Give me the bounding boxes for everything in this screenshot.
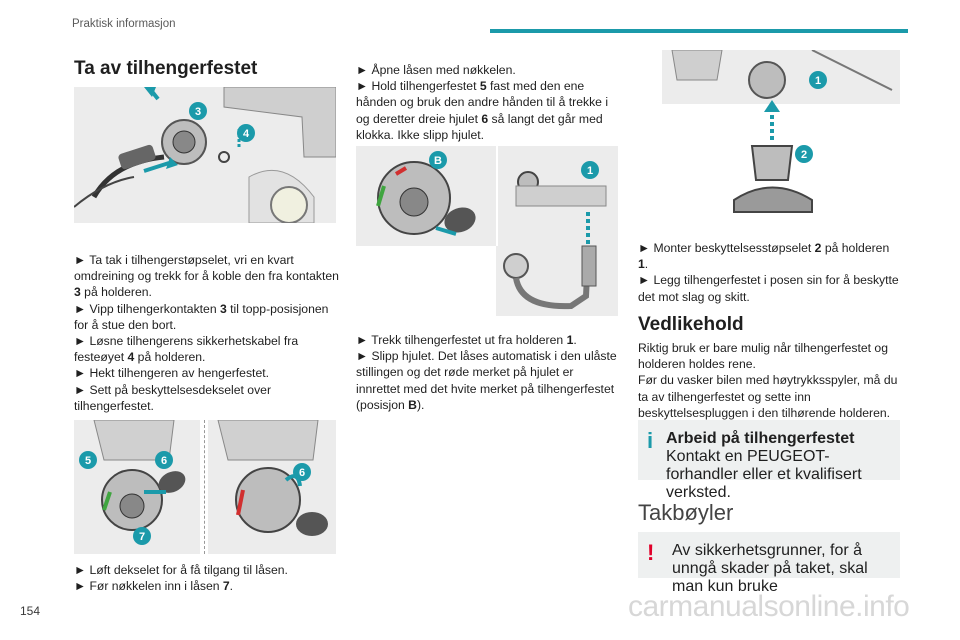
figure-unplug-svg: 3 4 [74,87,336,223]
section-heading-remove: Ta av tilhengerfestet [74,58,340,80]
marker-3: 3 [195,106,201,118]
section-heading-roof-bars: Takbøyler [638,500,902,526]
watermark: carmanualsonline.info [628,590,910,623]
figure-protective-plug: 1 2 [662,50,900,220]
col1-step-7: ► Før nøkkelen inn i låsen 7. [74,579,234,594]
figure-lift-cover-right: 6 [208,420,336,554]
info-title: Arbeid på tilhengerfestet [666,430,855,447]
figure-unplug-connector: 3 4 [74,87,336,223]
section-heading-maintenance: Vedlikehold [638,314,902,336]
col1-steps: ► Ta tak i tilhengerstøpselet, vri en kv… [74,252,340,414]
col2-step-4: ► Slipp hjulet. Det låses automatisk i d… [356,349,617,412]
col2-step-1: ► Åpne låsen med nøkkelen. [356,63,516,77]
page-number: 154 [20,604,41,618]
maintenance-line-1: Riktig bruk er bare mulig når tilhengerf… [638,341,888,372]
col3-step-1: ► Monter beskyttelsesstøpselet 2 på hold… [638,241,890,272]
marker-5: 5 [85,455,91,467]
col3-steps: ► Monter beskyttelsesstøpselet 2 på hold… [638,240,902,305]
maintenance-line-2: Før du vasker bilen med høytrykksspyler,… [638,373,898,420]
marker-6a: 6 [161,455,167,467]
heading-takboyler: Takbøyler [638,500,734,525]
col1-step-1: ► Ta tak i tilhengerstøpselet, vri en kv… [74,253,339,300]
marker-4: 4 [243,128,250,140]
col1-step-3: ► Løsne tilhengerens sikkerhetskabel fra… [74,334,299,365]
info-callout: i Arbeid på tilhengerfestet Kontakt en P… [638,420,900,501]
col2-steps-2: ► Trekk tilhengerfestet ut fra holderen … [356,332,620,413]
marker-3-circle [189,102,207,120]
warning-text: Av sikkerhetsgrunner, for å unngå skader… [672,542,868,595]
col1-step-4: ► Hekt tilhengeren av hengerfestet. [74,366,269,381]
warning-icon: ! [647,540,655,565]
marker-6b: 6 [299,467,305,479]
col1-step-6: ► Løft dekselet for å få tilgang til lås… [74,563,288,577]
heading-ta-av: Ta av tilhengerfestet [74,58,258,79]
marker-2: 2 [801,149,807,161]
info-text: Kontakt en PEUGEOT-forhandler eller et k… [666,448,862,501]
heading-vedlikehold: Vedlikehold [638,314,744,335]
marker-1b: 1 [815,75,821,87]
figure-lift-cover-left: 5 6 7 [74,420,200,554]
marker-7: 7 [139,531,145,543]
header-rule [490,29,908,33]
warning-callout: ! Av sikkerhetsgrunner, for å unngå skad… [638,532,900,595]
maintenance-text: Riktig bruk er bare mulig når tilhengerf… [638,340,902,421]
running-header: Praktisk informasjon [72,18,176,30]
figure-divider [204,420,205,554]
col1-step-2: ► Vipp tilhengerkontakten 3 til topp-pos… [74,301,329,332]
col2-steps: ► Åpne låsen med nøkkelen. ► Hold tilhen… [356,62,620,143]
marker-4-circle [237,124,255,142]
figure-pull-out-hitch: B 1 [356,146,618,316]
marker-B: B [434,155,442,167]
marker-1: 1 [587,165,593,177]
col1-step-5: ► Sett på beskyttelsesdekselet over tilh… [74,382,272,413]
info-icon: i [647,428,654,453]
col2-step-2: ► Hold tilhengerfestet 5 fast med den en… [356,79,609,142]
col1-steps-2: ► Løft dekselet for å få tilgang til lås… [74,562,340,594]
col3-step-2: ► Legg tilhengerfestet i posen sin for å… [638,273,899,304]
col2-step-3: ► Trekk tilhengerfestet ut fra holderen … [356,333,577,347]
